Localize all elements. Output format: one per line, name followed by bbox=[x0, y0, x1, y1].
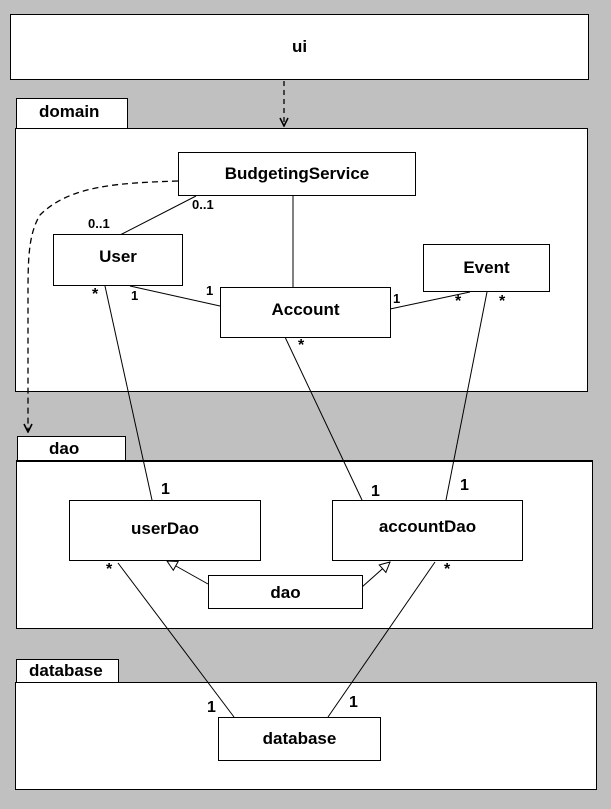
ui-package-label: ui bbox=[291, 37, 308, 56]
multiplicity-label: 1 bbox=[131, 288, 139, 303]
account-accountdao-association bbox=[284, 336, 363, 501]
database-class: database bbox=[218, 717, 381, 761]
multiplicity-label: * bbox=[444, 561, 451, 578]
multiplicity-label: * bbox=[455, 293, 462, 310]
multiplicity-label: * bbox=[499, 293, 506, 310]
multiplicity-label: 1 bbox=[161, 481, 170, 498]
bs-user-association bbox=[119, 195, 197, 236]
multiplicity-label: 1 bbox=[460, 477, 469, 494]
account-event-association bbox=[389, 291, 471, 310]
user-userdao-association bbox=[104, 285, 153, 501]
ui-package bbox=[10, 14, 589, 80]
user-class: User bbox=[53, 234, 183, 286]
multiplicity-label: 1 bbox=[349, 694, 358, 711]
multiplicity-label: 1 bbox=[206, 283, 214, 298]
user-dao-class: userDao bbox=[69, 500, 261, 561]
multiplicity-label: * bbox=[298, 337, 305, 354]
multiplicity-label: * bbox=[106, 561, 113, 578]
database-package-tab: database bbox=[16, 659, 119, 683]
user-account-association bbox=[129, 285, 221, 307]
event-accountdao-association bbox=[445, 291, 488, 501]
account-class: Account bbox=[220, 287, 391, 338]
userdao-database-association bbox=[117, 562, 235, 718]
multiplicity-label: 1 bbox=[207, 699, 216, 716]
multiplicity-label: 1 bbox=[393, 291, 401, 306]
multiplicity-label: 0..1 bbox=[192, 197, 214, 212]
dao-accountdao-realization bbox=[361, 562, 390, 588]
dao-package-tab: dao bbox=[17, 436, 126, 461]
account-dao-class: accountDao bbox=[332, 500, 523, 561]
budgeting-service-class: BudgetingService bbox=[178, 152, 416, 196]
dao-userdao-realization bbox=[167, 561, 209, 585]
accountdao-database-association bbox=[327, 561, 436, 718]
multiplicity-label: 1 bbox=[371, 483, 380, 500]
domain-package-tab: domain bbox=[16, 98, 128, 129]
event-class: Event bbox=[423, 244, 550, 292]
dao-interface-class: dao bbox=[208, 575, 363, 609]
multiplicity-label: * bbox=[92, 286, 99, 303]
domain-dao-dependency bbox=[28, 180, 179, 432]
multiplicity-label: 0..1 bbox=[88, 216, 110, 231]
